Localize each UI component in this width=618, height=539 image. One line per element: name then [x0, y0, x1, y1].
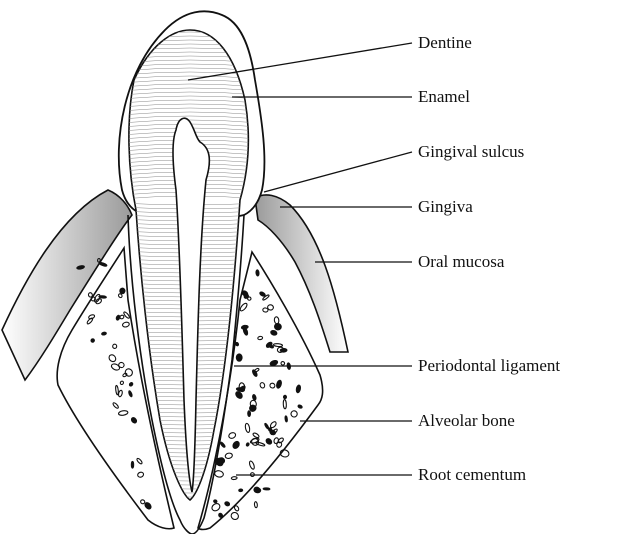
bone-spot: [236, 354, 242, 362]
label-gingiva: Gingiva: [418, 197, 473, 217]
bone-spot: [254, 488, 261, 494]
bone-spot: [247, 410, 250, 416]
label-alveolar-bone: Alveolar bone: [418, 411, 515, 431]
label-enamel: Enamel: [418, 87, 470, 107]
bone-spot: [88, 292, 93, 297]
bone-spot: [254, 502, 257, 508]
bone-spot: [119, 288, 125, 294]
label-oral-mucosa: Oral mucosa: [418, 252, 504, 272]
bone-spot: [283, 395, 287, 399]
label-root-cementum: Root cementum: [418, 465, 526, 485]
bone-spot: [230, 511, 240, 521]
bone-spot: [255, 269, 259, 276]
leader-gingival-sulcus: [264, 152, 412, 192]
bone-spot: [131, 461, 134, 468]
label-gingival-sulcus: Gingival sulcus: [418, 142, 524, 162]
bone-spot: [234, 505, 240, 511]
bone-spot: [98, 261, 107, 267]
label-dentine: Dentine: [418, 33, 472, 53]
bone-spot: [238, 489, 243, 492]
bone-spot: [263, 488, 270, 491]
bone-spot: [217, 457, 225, 464]
label-periodontal-ligament: Periodontal ligament: [418, 356, 560, 376]
